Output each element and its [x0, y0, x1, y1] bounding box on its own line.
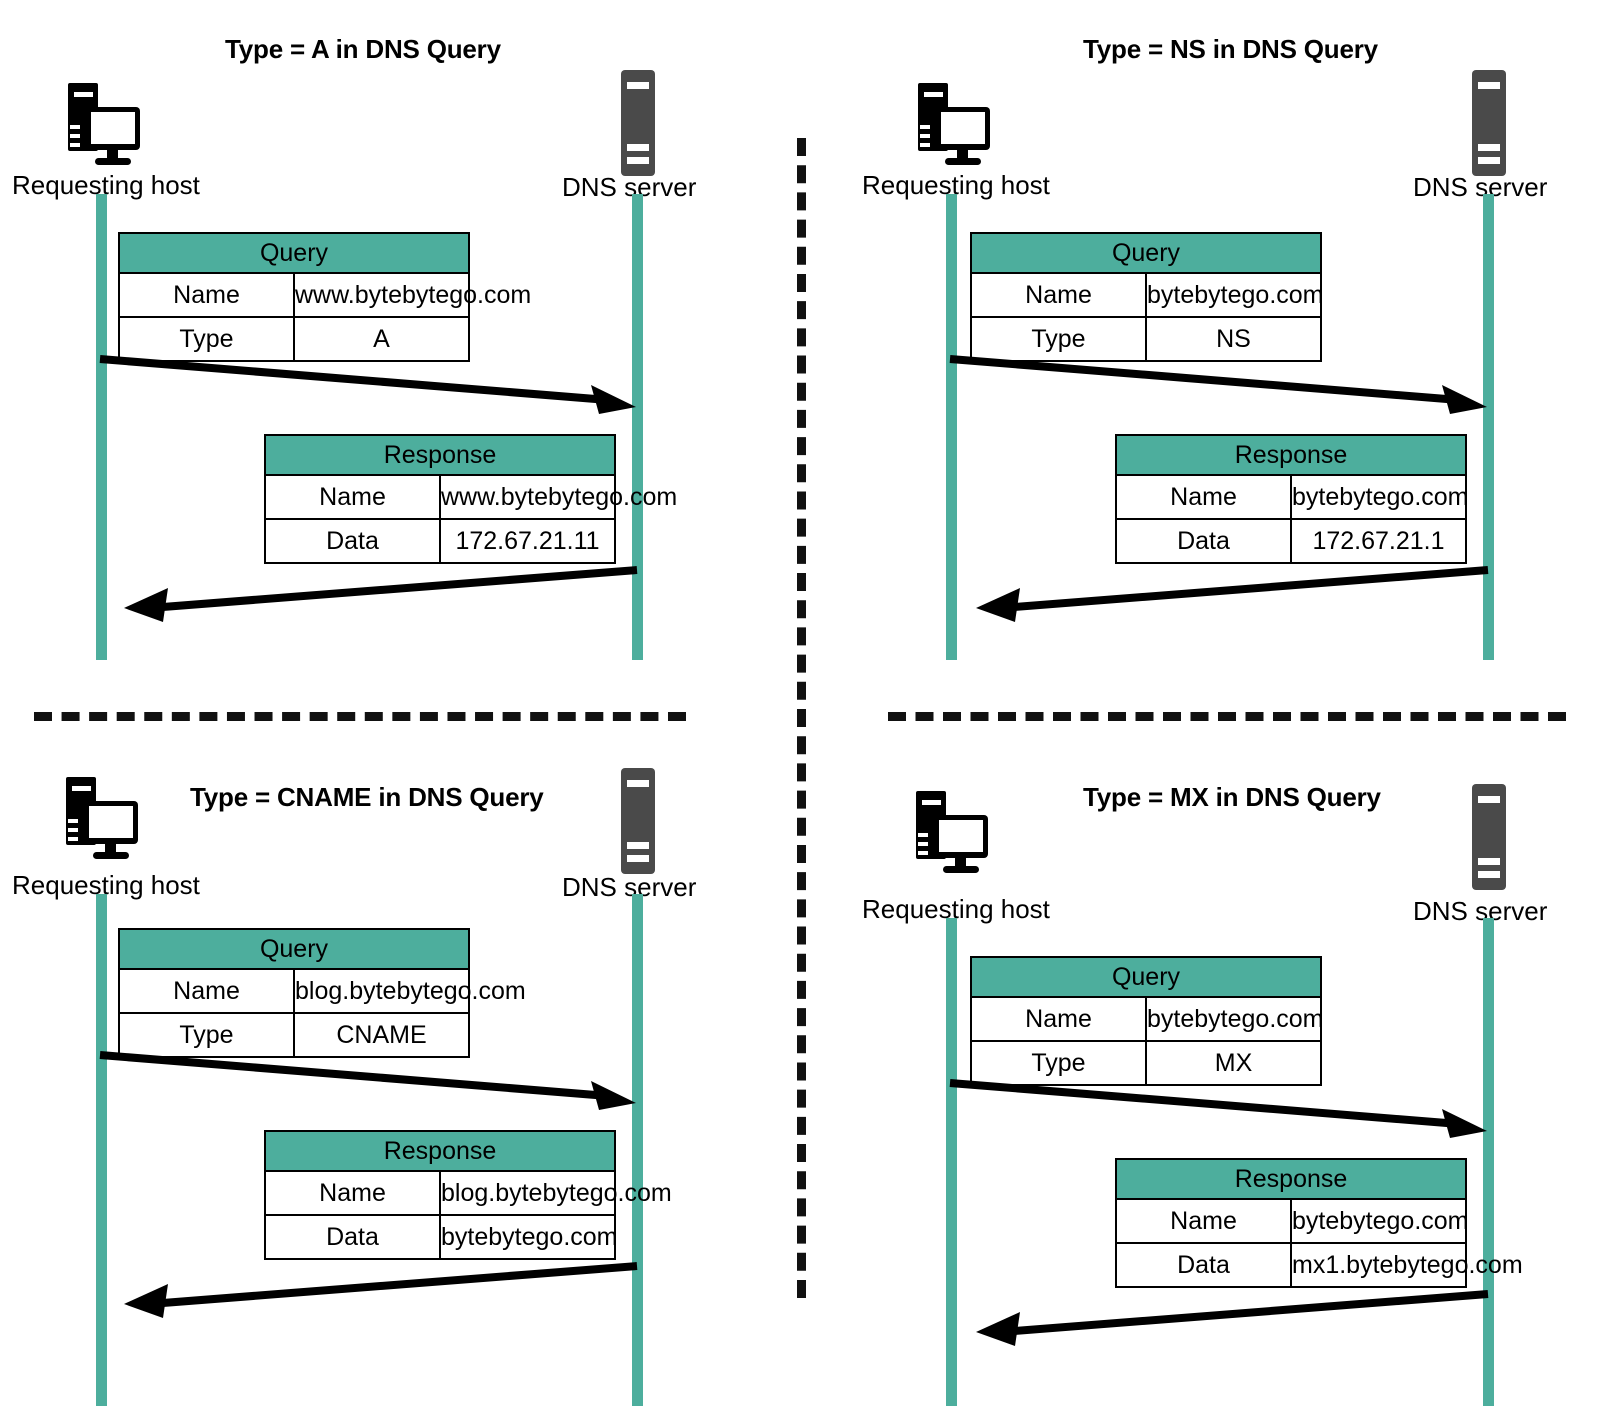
query-table-header: Query — [118, 232, 470, 274]
query-row-value: www.bytebytego.com — [293, 272, 531, 318]
panel-type-a: Type = A in DNS Query Requesting host DN… — [0, 0, 800, 706]
host-lifeline — [946, 918, 957, 1406]
host-lifeline — [96, 894, 107, 1406]
panel-type-mx: Type = MX in DNS Query Requesting host D… — [850, 706, 1600, 1406]
response-table: Response Name bytebytego.com Data 172.67… — [1115, 434, 1469, 564]
query-row-label: Name — [118, 272, 295, 318]
dns-server-icon — [1472, 70, 1506, 176]
response-row-label: Name — [264, 1170, 441, 1216]
requesting-host-icon — [68, 83, 140, 165]
query-table-header: Query — [118, 928, 470, 970]
dns-server-icon — [621, 70, 655, 176]
query-row-value: bytebytego.com — [1145, 996, 1324, 1042]
query-arrow — [99, 355, 636, 414]
query-row-label: Type — [118, 316, 295, 362]
query-arrow — [949, 1079, 1487, 1138]
dns-server-label: DNS server — [1413, 172, 1548, 202]
query-arrow — [99, 1051, 636, 1110]
dns-server-label: DNS server — [562, 872, 697, 902]
server-lifeline — [1483, 918, 1494, 1406]
query-row-label: Type — [970, 316, 1147, 362]
panel-type-cname: Type = CNAME in DNS Query Requesting hos… — [0, 706, 800, 1406]
panel-title: Type = A in DNS Query — [225, 34, 501, 64]
response-row-value: bytebytego.com — [439, 1214, 618, 1260]
response-row-label: Name — [264, 474, 441, 520]
query-row-value: blog.bytebytego.com — [293, 968, 526, 1014]
response-row-label: Data — [264, 1214, 441, 1260]
server-lifeline — [1483, 194, 1494, 660]
query-table-header: Query — [970, 956, 1322, 998]
server-lifeline — [632, 194, 643, 660]
response-table: Response Name www.bytebytego.com Data 17… — [264, 434, 677, 564]
panel-title: Type = CNAME in DNS Query — [190, 782, 544, 812]
dns-server-icon — [621, 768, 655, 874]
response-row-value: bytebytego.com — [1290, 474, 1469, 520]
response-row-value: 172.67.21.1 — [1290, 518, 1467, 564]
response-row-value: blog.bytebytego.com — [439, 1170, 672, 1216]
response-row-value: 172.67.21.11 — [439, 518, 616, 564]
requesting-host-icon — [66, 777, 138, 859]
requesting-host-icon — [916, 791, 988, 873]
query-table: Query Name bytebytego.com Type NS — [970, 232, 1324, 362]
response-arrow — [124, 1262, 638, 1318]
query-row-label: Type — [118, 1012, 295, 1058]
host-lifeline — [946, 194, 957, 660]
query-arrow — [949, 355, 1487, 414]
response-table-header: Response — [264, 434, 616, 476]
query-row-label: Type — [970, 1040, 1147, 1086]
query-row-value: MX — [1145, 1040, 1322, 1086]
query-row-value: bytebytego.com — [1145, 272, 1324, 318]
response-arrow — [124, 566, 638, 622]
query-table-header: Query — [970, 232, 1322, 274]
response-row-label: Data — [1115, 1242, 1292, 1288]
query-row-label: Name — [970, 996, 1147, 1042]
panel-title: Type = MX in DNS Query — [1083, 782, 1381, 812]
response-row-label: Name — [1115, 474, 1292, 520]
query-table: Query Name bytebytego.com Type MX — [970, 956, 1324, 1086]
response-arrow — [976, 566, 1489, 622]
query-row-label: Name — [970, 272, 1147, 318]
response-row-value: www.bytebytego.com — [439, 474, 677, 520]
query-table: Query Name www.bytebytego.com Type A — [118, 232, 531, 362]
response-row-value: bytebytego.com — [1290, 1198, 1469, 1244]
requesting-host-icon — [918, 83, 990, 165]
server-lifeline — [632, 894, 643, 1406]
dns-server-icon — [1472, 784, 1506, 890]
response-row-value: mx1.bytebytego.com — [1290, 1242, 1523, 1288]
response-table: Response Name bytebytego.com Data mx1.by… — [1115, 1158, 1523, 1288]
vertical-divider — [797, 138, 806, 1298]
horizontal-divider-right — [888, 712, 1566, 721]
panel-title: Type = NS in DNS Query — [1083, 34, 1378, 64]
query-row-label: Name — [118, 968, 295, 1014]
response-arrow — [976, 1290, 1489, 1346]
dns-server-label: DNS server — [562, 172, 697, 202]
dns-server-label: DNS server — [1413, 896, 1548, 926]
panel-type-ns: Type = NS in DNS Query Requesting host D… — [850, 0, 1600, 706]
host-lifeline — [96, 194, 107, 660]
query-row-value: CNAME — [293, 1012, 470, 1058]
response-table: Response Name blog.bytebytego.com Data b… — [264, 1130, 672, 1260]
response-table-header: Response — [1115, 434, 1467, 476]
query-row-value: NS — [1145, 316, 1322, 362]
response-table-header: Response — [264, 1130, 616, 1172]
horizontal-divider-left — [34, 712, 686, 721]
response-row-label: Name — [1115, 1198, 1292, 1244]
response-table-header: Response — [1115, 1158, 1467, 1200]
query-row-value: A — [293, 316, 470, 362]
query-table: Query Name blog.bytebytego.com Type CNAM… — [118, 928, 526, 1058]
response-row-label: Data — [264, 518, 441, 564]
response-row-label: Data — [1115, 518, 1292, 564]
